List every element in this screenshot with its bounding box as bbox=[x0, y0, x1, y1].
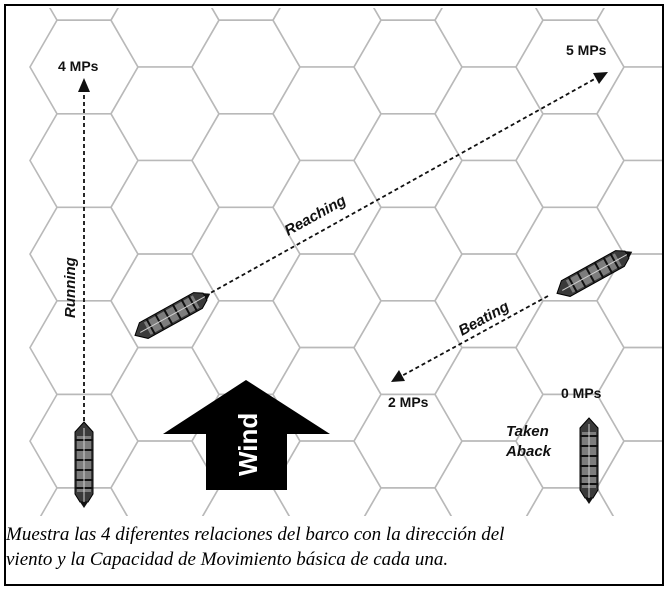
ship-taken-aback-icon bbox=[579, 417, 599, 505]
wind-label: Wind bbox=[233, 413, 263, 476]
hex-cell bbox=[596, 159, 662, 255]
beating-path bbox=[397, 295, 549, 379]
hex-cell bbox=[596, 66, 662, 162]
figure-caption: Muestra las 4 diferentes relaciones del … bbox=[6, 522, 666, 572]
caption-line-2: viento y la Capacidad de Movimiento bási… bbox=[6, 549, 449, 570]
hex-grid bbox=[29, 8, 662, 516]
reaching-arrowhead bbox=[593, 72, 608, 84]
ship-running-icon bbox=[74, 421, 94, 509]
reaching-path bbox=[204, 75, 601, 297]
taken-label: Taken bbox=[506, 423, 549, 440]
running-arrowhead bbox=[78, 78, 90, 92]
caption-line-1: Muestra las 4 diferentes relaciones del … bbox=[6, 524, 505, 545]
aback-label: Aback bbox=[505, 443, 552, 460]
reaching-mp-label: 5 MPs bbox=[566, 42, 607, 58]
beating-arrowhead bbox=[391, 370, 405, 382]
taken-aback-mp-label: 0 MPs bbox=[561, 385, 602, 401]
hex-cell bbox=[596, 8, 662, 68]
running-mp-label: 4 MPs bbox=[58, 58, 99, 74]
running-label: Running bbox=[62, 257, 79, 318]
hex-cell bbox=[596, 346, 662, 442]
wind-arrow: Wind bbox=[163, 380, 330, 490]
hex-cell bbox=[596, 253, 662, 349]
movement-paths bbox=[78, 72, 608, 428]
beating-mp-label: 2 MPs bbox=[388, 394, 429, 410]
